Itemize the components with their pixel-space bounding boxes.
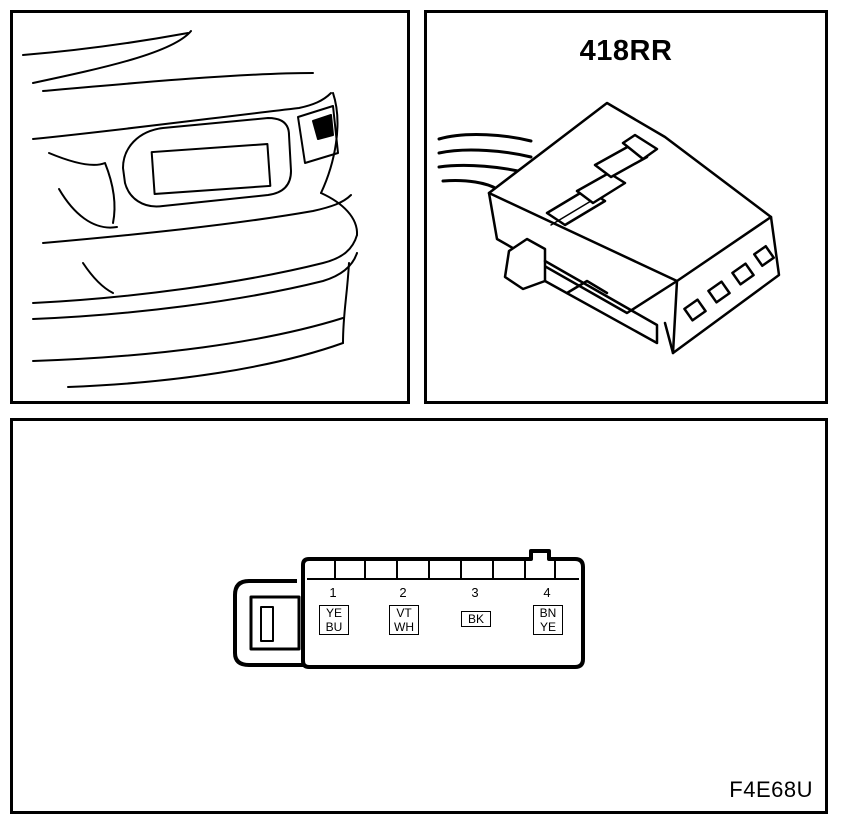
connector-title: 418RR: [579, 35, 673, 67]
pin-4-wire-colors: BN YE: [533, 605, 563, 635]
connector-face-diagram: [233, 549, 585, 669]
pin-number-3: 3: [471, 585, 479, 600]
pin-number-4: 4: [543, 585, 551, 600]
pin-4-color-2: YE: [539, 620, 556, 634]
car-rear-location-panel: [10, 10, 410, 404]
figure-code: F4E68U: [729, 777, 813, 802]
pin-number-2: 2: [399, 585, 407, 600]
pin-2-color-1: VT: [396, 606, 412, 620]
connector-3d-panel: 418RR: [424, 10, 828, 404]
car-rear-illustration: [22, 30, 359, 388]
pin-3-color-1: BK: [467, 612, 484, 626]
pin-2-color-2: WH: [394, 620, 414, 634]
pin-1-color-1: YE: [325, 606, 342, 620]
connector-3d-illustration: [437, 101, 781, 355]
pin-1-color-2: BU: [325, 620, 343, 634]
pin-1-wire-colors: YE BU: [319, 605, 349, 635]
pin-4-color-1: BN: [539, 606, 557, 620]
pin-3-wire-colors: BK: [461, 611, 491, 627]
pin-number-1: 1: [329, 585, 337, 600]
pin-2-wire-colors: VT WH: [389, 605, 419, 635]
pinout-panel: 1 2 3 4 YE BU VT WH BK BN YE F4E68U: [10, 418, 828, 814]
